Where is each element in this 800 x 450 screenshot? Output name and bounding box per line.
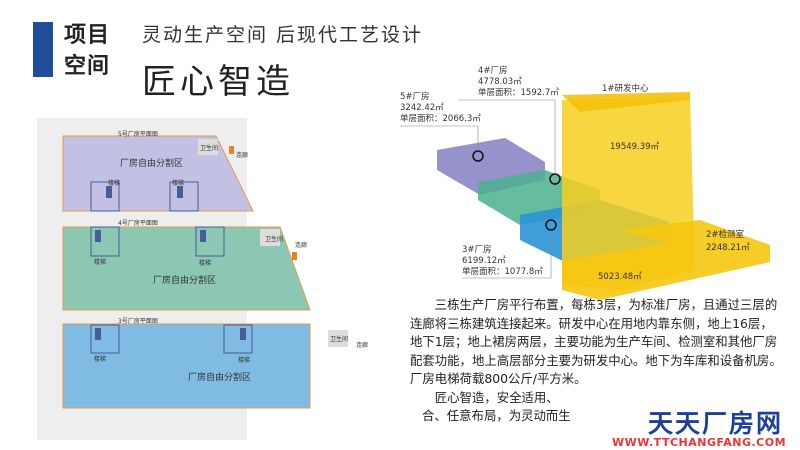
wc-label: 卫生间 — [200, 145, 219, 152]
description: 三栋生产厂房平行布置，每栋3层，为标准厂房，且通过三层的连廊将三栋建筑连接起来。… — [410, 296, 785, 426]
label-building-2-area: 2248.21㎡ — [706, 243, 750, 253]
label-building-1: 1#研发中心 — [602, 84, 649, 94]
corridor-label: 连廊 — [356, 342, 369, 349]
zone-label: 厂房自由分割区 — [120, 159, 184, 169]
description-line: 匠心智造，安全适用、 — [410, 389, 559, 405]
plan-4 — [62, 226, 311, 311]
label-podium-area: 5023.48㎡ — [598, 272, 642, 282]
plan-5 — [62, 135, 254, 212]
plan-3 — [62, 323, 348, 409]
page-title: 匠心智造 — [142, 62, 294, 102]
label-building-2: 2#检测室 — [706, 230, 745, 240]
zone-label: 厂房自由分割区 — [188, 373, 252, 383]
stair-label: 楼梯 — [172, 180, 185, 187]
watermark-bg — [605, 400, 800, 450]
watermark-url: WWW.TTCHANGFANG.COM — [612, 436, 787, 449]
massing-diagram — [400, 92, 770, 300]
label-building-1-area: 19549.39㎡ — [610, 142, 660, 152]
plan-title: 3号厂房平面图 — [118, 318, 158, 325]
wc-label: 卫生间 — [265, 236, 284, 243]
stair-label: 楼梯 — [199, 260, 212, 267]
stair-label: 楼梯 — [108, 180, 121, 187]
corridor-label: 连廊 — [295, 242, 308, 249]
description-line: 合、任意布局，为灵动而生 — [422, 408, 571, 423]
section-badge-line2: 空间 — [64, 54, 111, 79]
subtitle: 灵动生产空间 后现代工艺设计 — [142, 24, 424, 46]
block-1 — [562, 97, 695, 290]
description-paragraph: 三栋生产厂房平行布置，每栋3层，为标准厂房，且通过三层的连廊将三栋建筑连接起来。… — [410, 297, 782, 386]
stair-label: 楼梯 — [94, 259, 107, 266]
stair-label: 楼梯 — [94, 356, 107, 363]
block-2 — [562, 220, 770, 300]
plan-title: 4号厂房平面图 — [118, 220, 158, 227]
stair-label: 楼梯 — [238, 357, 251, 364]
wc-label: 卫生间 — [330, 336, 349, 343]
corridor-label: 连廊 — [236, 152, 249, 159]
zone-label: 厂房自由分割区 — [153, 276, 217, 286]
accent-bar — [33, 22, 53, 77]
watermark-logo: 天天厂房网 — [648, 409, 784, 438]
plan-title: 5号厂房平面图 — [118, 131, 158, 138]
section-badge-line1: 项目 — [64, 23, 111, 48]
